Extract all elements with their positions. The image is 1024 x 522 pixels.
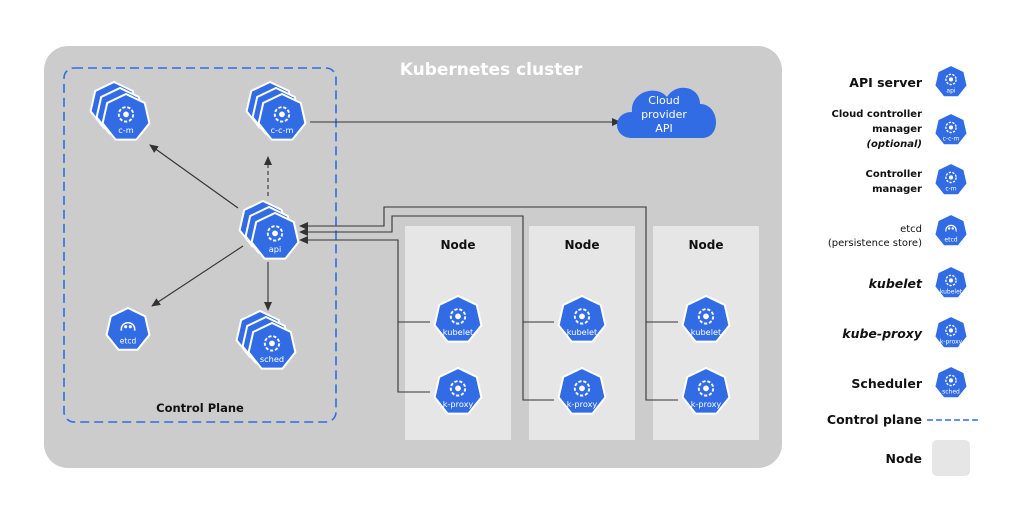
component-label: etcd (944, 237, 957, 244)
gear-icon (945, 374, 957, 387)
legend-cm-line2: manager (872, 184, 922, 195)
node-title: Node (688, 238, 723, 252)
component-label: k-proxy (443, 399, 474, 409)
cloud-provider-api: Cloud provider API (617, 87, 717, 138)
api-to-etcd-arrow (151, 245, 244, 307)
legend-etcd-line2: (persistence store) (827, 238, 922, 249)
gear-icon (449, 308, 467, 325)
legend-scheduler-icon: sched (933, 364, 969, 400)
cloud-label-line: provider (641, 108, 687, 121)
legend-kube-proxy-label: kube-proxy (842, 326, 922, 341)
legend-ccm-line3: (optional) (866, 139, 922, 150)
component-label: kubelet (567, 327, 598, 337)
legend-node-label: Node (885, 451, 922, 466)
gear-icon (449, 380, 467, 397)
control-plane-label: Control Plane (156, 401, 244, 415)
etcd-icon (945, 224, 957, 232)
api-to-controller-manager-arrow (149, 144, 239, 209)
component-label: k-proxy (940, 339, 963, 346)
kubelet-component: kubelet (681, 294, 731, 343)
legend-node-swatch (932, 440, 970, 476)
node-title: Node (564, 238, 599, 252)
component-label: etcd (120, 337, 137, 346)
component-label: k-proxy (691, 399, 722, 409)
component-label: c-c-m (943, 136, 960, 143)
gear-icon (273, 106, 291, 123)
legend-kube-proxy-icon: k-proxy (933, 314, 969, 350)
scheduler-component: sched (235, 309, 297, 370)
kubelet-component: kubelet (433, 294, 483, 343)
component-label: c-c-m (271, 125, 294, 135)
gear-icon (697, 308, 715, 325)
component-shape (105, 306, 151, 351)
gear-icon (945, 121, 957, 134)
legend-kubelet-label: kubelet (868, 276, 922, 291)
legend-controller-manager-label: Controller manager (866, 167, 922, 197)
etcd-component: etcd (105, 306, 151, 351)
component-label: c-m (945, 186, 956, 193)
component-label: sched (260, 354, 284, 364)
cluster-label: Kubernetes cluster (400, 60, 583, 80)
component-label: kubelet (691, 327, 722, 337)
legend-cloud-controller-manager-label: Cloud controller manager (optional) (832, 107, 922, 152)
component-label: kubelet (940, 289, 963, 296)
kubelet-component: kubelet (557, 294, 607, 343)
gear-icon (945, 171, 957, 184)
kube-proxy-component: k-proxy (433, 366, 483, 415)
node3-to-api-connection (645, 321, 678, 401)
node1-to-api-connection (299, 236, 399, 322)
node-title: Node (440, 238, 475, 252)
kube-proxy-component: k-proxy (681, 366, 731, 415)
legend-control-plane-label: Control plane (826, 412, 922, 427)
gear-icon (573, 380, 591, 397)
node1-to-api-connection (397, 321, 430, 393)
legend-scheduler-label: Scheduler (851, 376, 922, 391)
legend-api-server-label: API server (849, 75, 922, 90)
legend-etcd-line1: etcd (900, 224, 922, 235)
gear-icon (945, 73, 957, 86)
component-label: api (269, 244, 282, 254)
component-shape (933, 212, 969, 248)
cloud-label-line: API (655, 122, 672, 135)
component-label: sched (942, 389, 960, 396)
legend-kubelet-icon: kubelet (933, 264, 969, 300)
component-label: api (946, 88, 955, 95)
legend-ccm-line2: manager (872, 124, 922, 135)
gear-icon (697, 380, 715, 397)
legend-api-server-icon: api (933, 63, 969, 99)
gear-icon (117, 106, 135, 123)
legend-cloud-controller-manager-icon: c-c-m (933, 111, 969, 147)
legend-ccm-line1: Cloud controller (831, 109, 922, 120)
legend-etcd-label: etcd (persistence store) (828, 223, 922, 251)
cloud-controller-manager-component: c-c-m (245, 80, 307, 141)
control-plane-boundary (63, 67, 337, 423)
etcd-icon (120, 321, 136, 331)
controller-manager-component: c-m (89, 80, 151, 141)
legend-controller-manager-icon: c-m (933, 161, 969, 197)
node3-to-api-connection (299, 206, 647, 322)
kube-proxy-component: k-proxy (557, 366, 607, 415)
node2-to-api-connection (299, 215, 524, 322)
gear-icon (573, 308, 591, 325)
cloud-label-line: Cloud (648, 94, 679, 107)
component-label: kubelet (443, 327, 474, 337)
connections (149, 118, 678, 401)
legend-etcd-icon: etcd (933, 212, 969, 248)
gear-icon (945, 324, 957, 337)
legend-cm-line1: Controller (865, 169, 922, 180)
gear-icon (266, 225, 284, 242)
component-label: c-m (118, 125, 133, 135)
component-label: k-proxy (567, 399, 598, 409)
api-server-component: api (238, 199, 300, 260)
gear-icon (263, 335, 281, 352)
gear-icon (945, 274, 957, 287)
node2-to-api-connection (522, 321, 554, 401)
